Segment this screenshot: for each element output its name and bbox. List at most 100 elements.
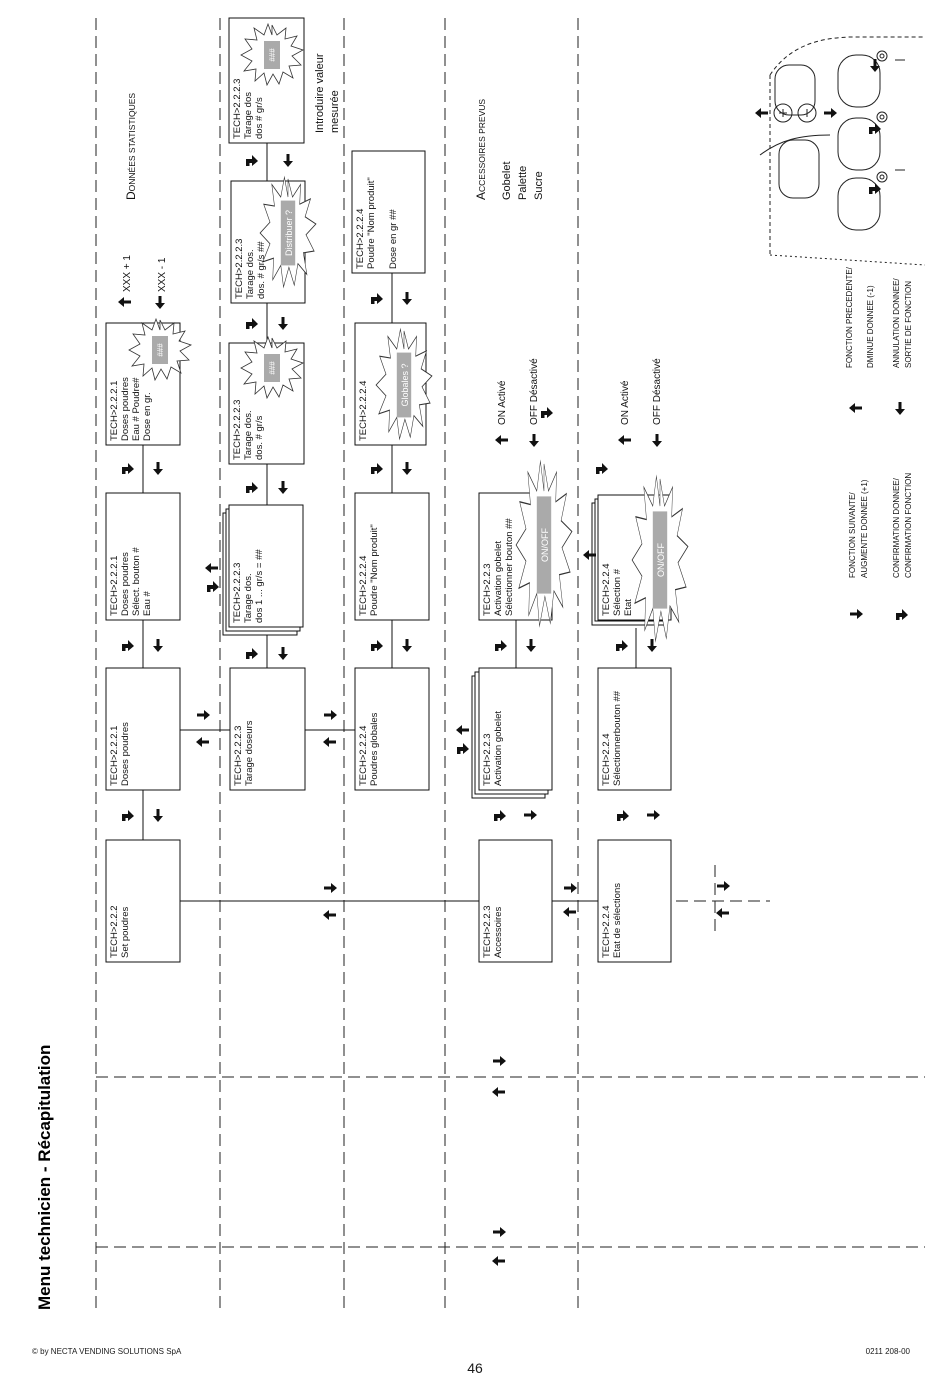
arrow-down-icon bbox=[153, 809, 163, 822]
dashed-vertical-lines bbox=[95, 18, 579, 1310]
box-text-globales-box-0: TECH>2.2.2.4 bbox=[358, 381, 369, 441]
box-text-tarage-dos-3-1: Tarage dos. bbox=[245, 249, 256, 299]
arrow-down-icon bbox=[529, 434, 539, 447]
box-text-tarage-dos-1-2: dos 1 ... gr/s = ## bbox=[254, 549, 265, 623]
arrow-left-icon bbox=[849, 403, 862, 413]
arrow-down-icon bbox=[153, 462, 163, 475]
box-text-poudre-nom-2-3: Dose en gr ## bbox=[388, 209, 399, 269]
burst-hash-1-label: ### bbox=[156, 343, 165, 357]
arrow-left-icon bbox=[563, 907, 576, 917]
arrow-down-icon bbox=[278, 481, 288, 494]
legend-confirm-1: CONFIRMATION DONNEE/ bbox=[892, 477, 901, 578]
legend-prev-1: FONCTION PRECEDENTE/ bbox=[845, 266, 854, 368]
accessoire-item-1: Gobelet bbox=[501, 161, 513, 200]
arrow-down-icon bbox=[402, 462, 412, 475]
box-text-tarage-dos-1-1: Tarage dos. bbox=[243, 573, 254, 623]
box-text-poudres-globales-0: TECH>2.2.2.4 bbox=[358, 726, 369, 786]
footer-code: 0211 208-00 bbox=[865, 1347, 910, 1356]
arrow-hook-icon bbox=[494, 810, 506, 821]
burst-onoff-2-label: ON/OFF bbox=[656, 543, 666, 577]
legend-confirm-2: CONFIRMATION FONCTION bbox=[904, 473, 913, 578]
burst-distribuer-label: Distribuer ? bbox=[284, 210, 294, 256]
box-text-doses-poudres-0: TECH>2.2.2.1 bbox=[109, 726, 120, 786]
introduire-line-1: Introduire valeur bbox=[314, 53, 326, 133]
box-text-etat-selections-1: Etat de sélections bbox=[612, 883, 623, 958]
box-text-select-bouton-2: Sélect. bouton # bbox=[131, 547, 142, 616]
legend-next-2: AUGMENTE DONNEE (+1) bbox=[860, 479, 869, 578]
box-text-accessoires-1: Accessoires bbox=[493, 907, 504, 958]
arrow-left-icon bbox=[492, 1256, 505, 1266]
arrow-right-icon bbox=[647, 810, 660, 820]
arrow-left-icon bbox=[323, 910, 336, 920]
arrow-hook-icon bbox=[617, 810, 629, 821]
arrow-hook-icon bbox=[371, 640, 383, 651]
box-text-selectionner-bouton-1: Sélectionnerbouton ## bbox=[612, 690, 623, 786]
arrow-right-icon bbox=[850, 609, 863, 619]
box-text-selectionner-bouton-0: TECH>2.2.4 bbox=[601, 733, 612, 786]
arrow-down-icon bbox=[402, 639, 412, 652]
arrow-left-icon bbox=[492, 1087, 505, 1097]
menu-boxes bbox=[105, 17, 672, 963]
on-label-2: ON Activé bbox=[620, 380, 631, 425]
arrow-hook-icon bbox=[457, 743, 469, 754]
arrow-down-icon bbox=[895, 402, 905, 415]
keypad-illustration bbox=[759, 36, 926, 266]
box-text-eau-poudre-3: Dose en gr. bbox=[142, 392, 153, 441]
arrow-right-icon bbox=[324, 710, 337, 720]
page-number: 46 bbox=[467, 1360, 483, 1376]
box-text-tarage-dos-3-0: TECH>2.2.2.3 bbox=[234, 239, 245, 299]
donnees-title: DONNÉES STATISTIQUES bbox=[124, 93, 138, 200]
xxx-plus-label: XXX + 1 bbox=[122, 255, 133, 292]
box-text-tarage-dos-3-2: dos. # gr/s ## bbox=[256, 241, 267, 299]
arrow-hook-icon bbox=[207, 581, 219, 592]
arrow-right-icon bbox=[524, 810, 537, 820]
arrow-right-icon bbox=[324, 883, 337, 893]
box-text-select-bouton-0: TECH>2.2.2.1 bbox=[109, 556, 120, 616]
arrow-hook-icon bbox=[616, 640, 628, 651]
burst-hash-2: ### bbox=[240, 336, 304, 399]
accessoires-title: ACCESSOIRES PREVUS bbox=[474, 99, 488, 200]
box-text-eau-poudre-1: Doses poudres bbox=[120, 377, 131, 441]
box-text-poudres-globales-1: Poudres globales bbox=[369, 712, 380, 786]
dashed-horizontal-lines bbox=[96, 865, 925, 1248]
box-text-etat-selections-0: TECH>2.2.4 bbox=[601, 905, 612, 958]
xxx-minus-label: XXX - 1 bbox=[157, 257, 168, 292]
box-text-selection-etat-1: Sélection # bbox=[612, 568, 623, 616]
burst-hash-3: ### bbox=[240, 23, 304, 86]
box-text-tarage-doseurs-1: Tarage doseurs bbox=[244, 720, 255, 786]
box-text-activation-gobelet-1: Activation gobelet bbox=[493, 711, 504, 786]
arrow-down-icon bbox=[402, 292, 412, 305]
arrow-down-icon bbox=[283, 154, 293, 167]
arrow-hook-icon bbox=[896, 609, 908, 620]
arrow-left-icon bbox=[205, 563, 218, 573]
arrow-down-icon bbox=[278, 647, 288, 660]
box-text-activation-gobelet-0: TECH>2.2.3 bbox=[482, 733, 493, 786]
box-text-poudre-nom-1-1: Poudre "Nom produit" bbox=[369, 524, 380, 616]
box-text-tarage-dos-1-0: TECH>2.2.2.3 bbox=[232, 563, 243, 623]
burst-hash-3-label: ### bbox=[268, 48, 277, 62]
arrow-hook-icon bbox=[122, 640, 134, 651]
box-text-doses-poudres-1: Doses poudres bbox=[120, 722, 131, 786]
arrow-right-icon bbox=[717, 881, 730, 891]
box-text-eau-poudre-0: TECH>2.2.2.1 bbox=[109, 381, 120, 441]
arrow-right-icon bbox=[197, 710, 210, 720]
legend-cancel-1: ANNULATION DONNEE/ bbox=[892, 278, 901, 368]
box-text-set-poudres-1: Set poudres bbox=[120, 907, 131, 958]
legend-cancel-2: SORTIE DE FONCTION bbox=[904, 281, 913, 368]
burst-globales-label: Globales ? bbox=[400, 363, 410, 406]
arrow-left-icon bbox=[495, 435, 508, 445]
on-label-1: ON Activé bbox=[497, 380, 508, 425]
arrow-hook-icon bbox=[246, 318, 258, 329]
arrow-hook-icon bbox=[541, 407, 553, 418]
arrow-left-icon bbox=[456, 725, 469, 735]
introduire-line-2: mesurée bbox=[329, 90, 341, 133]
burst-highlights: ### ### ### Distribuer ? Globales ? ON/O… bbox=[128, 23, 690, 643]
box-text-selection-etat-2: Etat bbox=[623, 599, 634, 616]
arrow-hook-icon bbox=[122, 810, 134, 821]
footer-copyright: © by NECTA VENDING SOLUTIONS SpA bbox=[32, 1347, 182, 1356]
box-text-tarage-dos-4-2: dos # gr/s bbox=[254, 97, 265, 139]
arrow-legend: FONCTION SUIVANTE/ AUGMENTE DONNEE (+1) … bbox=[845, 266, 913, 578]
burst-onoff-2 bbox=[630, 474, 690, 643]
burst-globales bbox=[375, 328, 433, 440]
